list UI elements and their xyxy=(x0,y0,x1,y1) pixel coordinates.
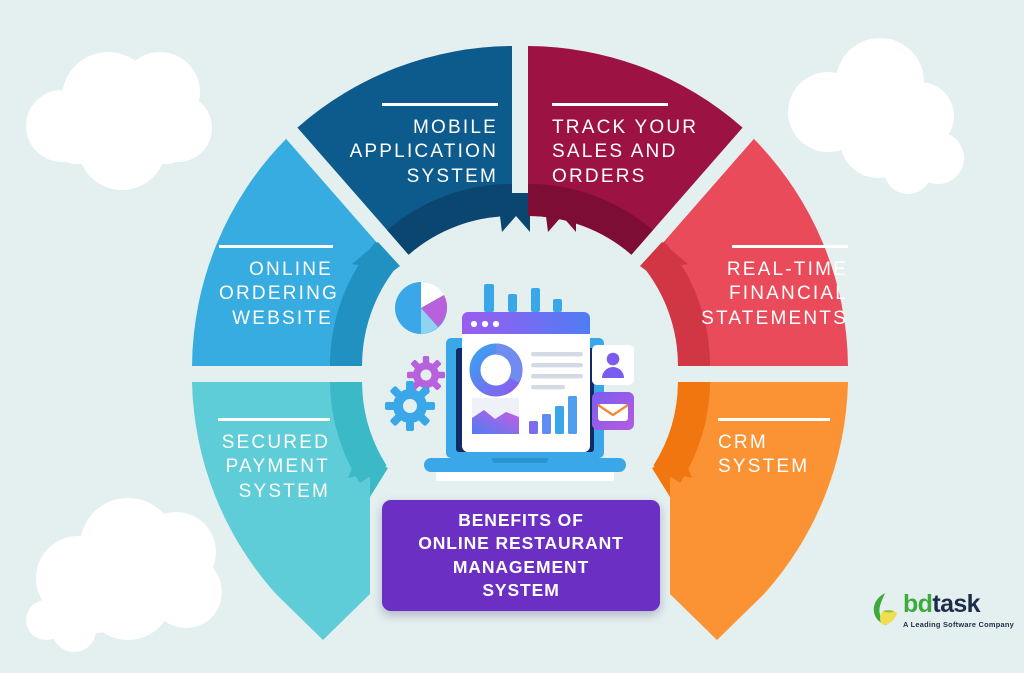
segment-body xyxy=(653,382,848,594)
segment-arrow-notch xyxy=(497,193,530,232)
segment-inner-shadow xyxy=(387,183,512,255)
label-text: ONLINE ORDERING WEBSITE xyxy=(219,259,339,329)
label-text: MOBILE APPLICATION SYSTEM xyxy=(349,117,498,187)
bdtask-wordmark: bdtask xyxy=(903,592,1014,617)
label-rule xyxy=(219,245,333,248)
bdtask-wordmark-group: bdtask A Leading Software Company xyxy=(903,592,1014,630)
segment-crm-system[interactable] xyxy=(652,382,848,594)
segment-label-online-ordering-website: ONLINE ORDERING WEBSITE xyxy=(219,245,339,331)
label-text: SECURED PAYMENT SYSTEM xyxy=(221,432,330,502)
segment-tip-left xyxy=(276,594,370,640)
gear-icon xyxy=(385,381,435,431)
label-rule xyxy=(718,418,830,421)
segment-label-real-time-financial-statements: REAL-TIME FINANCIAL STATEMENTS xyxy=(688,245,848,331)
bdtask-leaf-icon xyxy=(873,593,897,625)
brand-tagline: A Leading Software Company xyxy=(903,620,1014,629)
segment-secured-payment-system[interactable] xyxy=(192,382,388,594)
bar-indicator-marks xyxy=(484,284,562,312)
bdtask-logo: bdtask A Leading Software Company xyxy=(872,592,1014,629)
label-text: CRM SYSTEM xyxy=(718,432,810,478)
segment-arrow-notch xyxy=(348,453,388,497)
label-text: REAL-TIME FINANCIAL STATEMENTS xyxy=(701,259,848,329)
gear-small-icon xyxy=(407,356,445,394)
segment-online-ordering-website[interactable] xyxy=(192,138,400,366)
segment-inner-shadow xyxy=(330,382,387,483)
brand-name-secondary: task xyxy=(932,590,980,618)
segment-arrow-notch xyxy=(352,242,400,290)
cloud-top-left xyxy=(26,52,212,190)
area-chart xyxy=(472,398,519,434)
browser-window xyxy=(462,312,590,452)
center-title-text: BENEFITS OF ONLINE RESTAURANT MANAGEMENT… xyxy=(418,509,624,600)
label-text: TRACK YOUR SALES AND ORDERS xyxy=(552,117,699,187)
pie-chart-icon xyxy=(395,281,448,334)
segment-real-time-financial-statements[interactable] xyxy=(640,138,848,366)
text-lines xyxy=(531,352,583,390)
cloud-bottom-small xyxy=(26,580,117,652)
segment-label-secured-payment-system: SECURED PAYMENT SYSTEM xyxy=(200,418,330,504)
donut-chart xyxy=(469,343,523,397)
email-envelope-icon xyxy=(592,392,634,430)
center-title-plate: BENEFITS OF ONLINE RESTAURANT MANAGEMENT… xyxy=(382,500,660,611)
segment-body xyxy=(192,382,387,594)
segment-label-track-your-sales-and-orders: TRACK YOUR SALES AND ORDERS xyxy=(552,103,737,189)
dashboard-analytics-illustration xyxy=(385,281,634,481)
segment-label-mobile-application-system: MOBILE APPLICATION SYSTEM xyxy=(318,103,498,189)
segment-arrow-notch xyxy=(543,193,576,232)
label-rule xyxy=(218,418,330,421)
segment-inner-shadow xyxy=(653,382,710,483)
segment-label-crm-system: CRM SYSTEM xyxy=(718,418,848,480)
segment-arrow-notch xyxy=(640,242,688,290)
segment-mobile-application-system[interactable] xyxy=(297,46,530,255)
brand-name-primary: bd xyxy=(903,590,933,618)
bar-chart xyxy=(529,396,577,434)
label-rule xyxy=(382,103,498,106)
label-rule xyxy=(552,103,668,106)
cloud-top-right xyxy=(788,38,964,194)
user-card-icon xyxy=(592,345,634,385)
segment-arrow-notch xyxy=(652,453,692,497)
label-rule xyxy=(732,245,848,248)
segment-track-your-sales-and-orders[interactable] xyxy=(528,46,743,255)
segment-tip-right xyxy=(670,594,764,640)
